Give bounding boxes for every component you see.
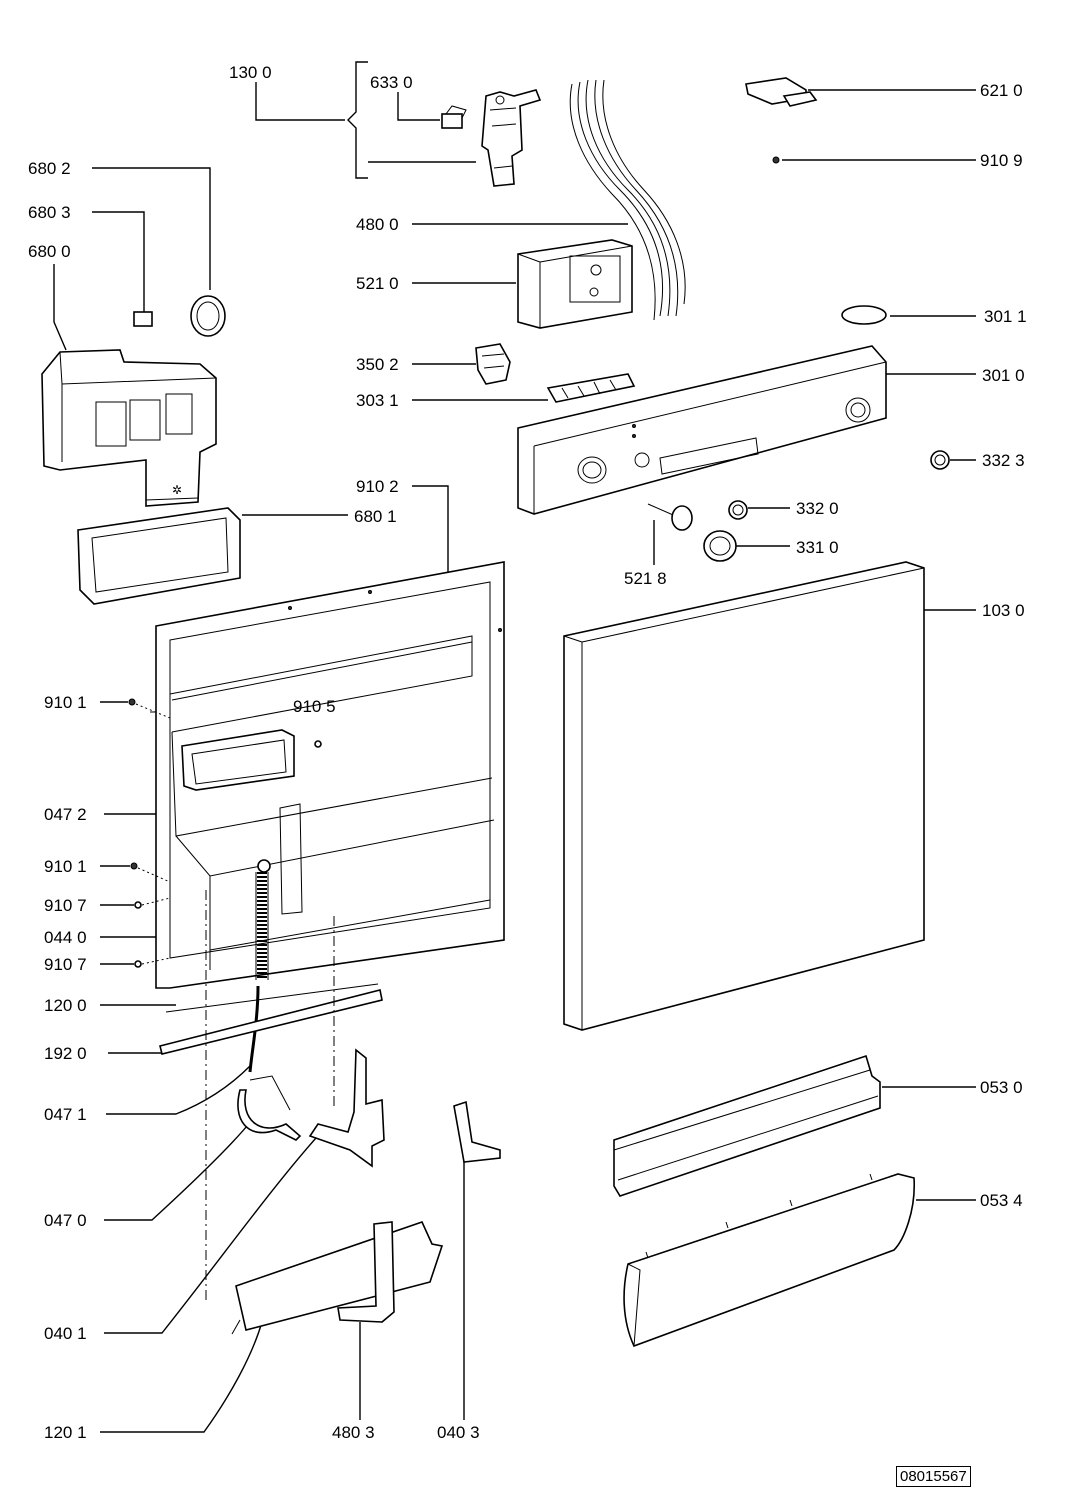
label-680-2: 680 2 — [28, 159, 71, 178]
part-303-1-button-strip — [546, 373, 636, 403]
label-621-0: 621 0 — [980, 81, 1023, 100]
part-350-2-switch — [475, 343, 511, 385]
label-103-0: 103 0 — [982, 601, 1025, 620]
part-301-1-lens — [841, 305, 887, 325]
label-480-3: 480 3 — [332, 1423, 375, 1442]
part-910-5-screw — [314, 740, 322, 748]
part-192-0-strip — [159, 989, 383, 1055]
label-047-0: 047 0 — [44, 1211, 87, 1230]
label-331-0: 331 0 — [796, 538, 839, 557]
part-621-0-connector — [745, 77, 818, 107]
label-053-4: 053 4 — [980, 1191, 1023, 1210]
label-521-0: 521 0 — [356, 274, 399, 293]
label-680-0: 680 0 — [28, 242, 71, 261]
part-480-0-cable-harness — [569, 79, 686, 321]
part-633-0-clip — [441, 105, 467, 129]
label-301-0: 301 0 — [982, 366, 1025, 385]
label-480-0: 480 0 — [356, 215, 399, 234]
label-521-8: 521 8 — [624, 569, 667, 588]
part-332-0-knob — [728, 500, 748, 520]
part-301-0-control-panel — [517, 345, 887, 515]
part-680-2-ring — [190, 295, 226, 337]
part-130-0-door-lock — [481, 89, 542, 187]
part-332-3-knob — [930, 450, 950, 470]
part-040-1-hinge-bracket — [308, 1048, 385, 1168]
screw-dotted-paths — [135, 703, 171, 965]
part-910-7-screw-a — [134, 901, 142, 909]
label-910-1-a: 910 1 — [44, 693, 87, 712]
part-521-8-sensor — [647, 503, 693, 531]
part-040-3-bracket — [453, 1100, 501, 1163]
part-910-9-screw — [772, 156, 780, 164]
label-047-2: 047 2 — [44, 805, 87, 824]
label-910-1-b: 910 1 — [44, 857, 87, 876]
part-053-4-trim — [623, 1173, 915, 1348]
part-331-0-ring — [703, 530, 737, 562]
part-120-0-edge — [165, 983, 379, 1013]
label-332-3: 332 3 — [982, 451, 1025, 470]
label-910-7-a: 910 7 — [44, 896, 87, 915]
label-910-5: 910 5 — [293, 697, 336, 716]
label-680-3: 680 3 — [28, 203, 71, 222]
inner-door-panel — [155, 561, 505, 989]
part-910-7-screw-b — [134, 960, 142, 968]
label-040-1: 040 1 — [44, 1324, 87, 1343]
part-680-0-dispenser: ✲ — [41, 349, 217, 507]
label-040-3: 040 3 — [437, 1423, 480, 1442]
label-130-0: 130 0 — [229, 63, 272, 82]
label-044-0: 044 0 — [44, 928, 87, 947]
label-303-1: 303 1 — [356, 391, 399, 410]
part-053-0-kickplate — [613, 1054, 881, 1197]
label-633-0: 633 0 — [370, 73, 413, 92]
part-044-0-spring — [255, 859, 271, 980]
part-103-0-outer-door — [563, 561, 925, 1031]
callout-labels: 130 0 633 0 621 0 910 9 680 2 680 3 680 … — [28, 63, 1027, 1442]
part-680-3-insert — [133, 311, 153, 327]
part-047-1-cable — [248, 985, 260, 1073]
label-120-1: 120 1 — [44, 1423, 87, 1442]
part-680-1-gasket — [77, 507, 241, 605]
part-120-1-bottom-panel — [231, 1221, 444, 1335]
label-910-9: 910 9 — [980, 151, 1023, 170]
label-120-0: 120 0 — [44, 996, 87, 1015]
part-910-1-screw-a — [128, 698, 136, 706]
svg-text:✲: ✲ — [172, 483, 182, 497]
label-047-1: 047 1 — [44, 1105, 87, 1124]
document-number: 08015567 — [896, 1466, 971, 1487]
part-047-0-hinge — [237, 1075, 302, 1141]
label-680-1: 680 1 — [354, 507, 397, 526]
part-521-0-electronic-module — [517, 239, 633, 329]
label-910-7-b: 910 7 — [44, 955, 87, 974]
label-301-1: 301 1 — [984, 307, 1027, 326]
label-053-0: 053 0 — [980, 1078, 1023, 1097]
label-192-0: 192 0 — [44, 1044, 87, 1063]
alignment-lines — [150, 711, 335, 1300]
part-910-1-screw-b — [130, 862, 138, 870]
label-332-0: 332 0 — [796, 499, 839, 518]
label-910-2: 910 2 — [356, 477, 399, 496]
label-350-2: 350 2 — [356, 355, 399, 374]
part-480-3-clip — [337, 1221, 395, 1323]
